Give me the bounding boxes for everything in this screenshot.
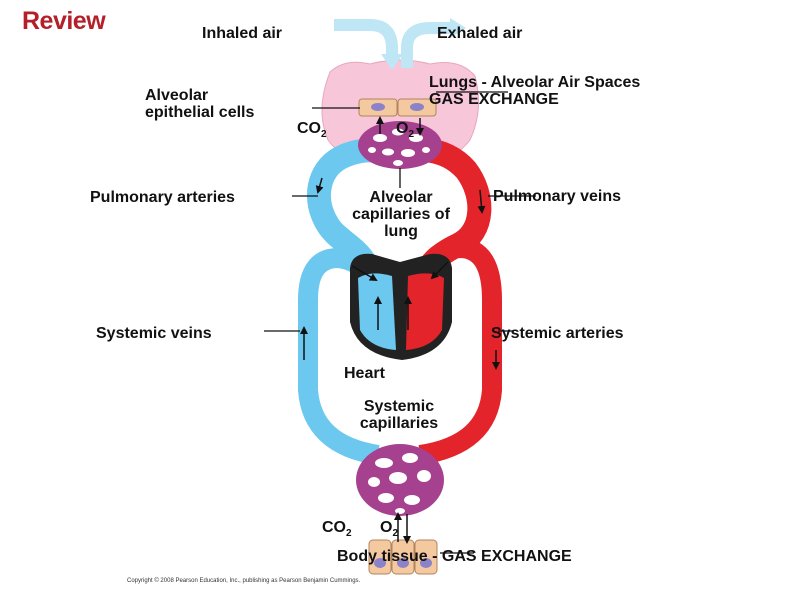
- pulmonary-veins-label: Pulmonary veins: [493, 188, 622, 205]
- lungs-label: Lungs - Alveolar Air Spaces GAS EXCHANGE: [429, 74, 640, 108]
- exhaled-air-label: Exhaled air: [437, 25, 523, 42]
- leader-lines: [264, 91, 536, 554]
- slide-title: Review: [22, 7, 106, 35]
- systemic-capillaries-line2: capillaries: [359, 415, 439, 432]
- alveolar-epithelial-line2: epithelial cells: [145, 104, 255, 121]
- pulmonary-arteries-label: Pulmonary arteries: [90, 189, 235, 206]
- systemic-arteries-label: Systemic arteries: [491, 325, 624, 342]
- body-tissue-label: Body tissue - GAS EXCHANGE: [337, 548, 572, 565]
- alveolar-epithelial-label: Alveolar epithelial cells: [145, 87, 254, 121]
- tissue-o2-label: O2: [380, 519, 398, 542]
- lung-o2-label: O2: [396, 120, 414, 143]
- exhaled-air-arrow: [401, 18, 466, 68]
- o2-text: O: [380, 519, 393, 536]
- heart: [350, 253, 452, 360]
- tissue-co2-label: CO2: [322, 519, 352, 542]
- o2-subscript: 2: [392, 528, 399, 540]
- lung-co2-label: CO2: [297, 120, 327, 143]
- copyright-notice: Copyright © 2008 Pearson Education, Inc.…: [127, 578, 361, 584]
- systemic-capillaries-line1: Systemic: [363, 398, 435, 415]
- co2-subscript: 2: [321, 129, 327, 141]
- alveolar-capillaries-line3: lung: [384, 223, 418, 240]
- alveolar-epithelial-cells: [358, 98, 437, 117]
- o2-text: O: [396, 120, 409, 137]
- systemic-veins-label: Systemic veins: [96, 325, 212, 342]
- co2-subscript: 2: [346, 528, 352, 540]
- lungs-label-line1: Lungs - Alveolar Air Spaces: [429, 74, 641, 91]
- body-tissue-cells: [368, 539, 438, 575]
- flow-arrows: [300, 116, 500, 544]
- systemic-capillaries-label: Systemic capillaries: [340, 398, 458, 432]
- co2-text: CO: [297, 120, 321, 137]
- alveolar-capillaries-label: Alveolar capillaries of lung: [336, 189, 466, 240]
- pulmonary-artery-vessel: [306, 138, 387, 302]
- o2-subscript: 2: [408, 129, 415, 141]
- systemic-capillary-bed: [356, 444, 444, 516]
- alveolar-epithelial-line1: Alveolar: [145, 87, 209, 104]
- alveolar-capillaries-line2: capillaries of: [352, 206, 450, 223]
- inhaled-air-arrow: [334, 19, 403, 70]
- co2-text: CO: [322, 519, 346, 536]
- inhaled-air-label: Inhaled air: [202, 25, 283, 42]
- lungs-label-line2: GAS EXCHANGE: [429, 91, 559, 108]
- heart-label: Heart: [344, 365, 385, 382]
- alveolar-capillaries-line1: Alveolar: [369, 189, 433, 206]
